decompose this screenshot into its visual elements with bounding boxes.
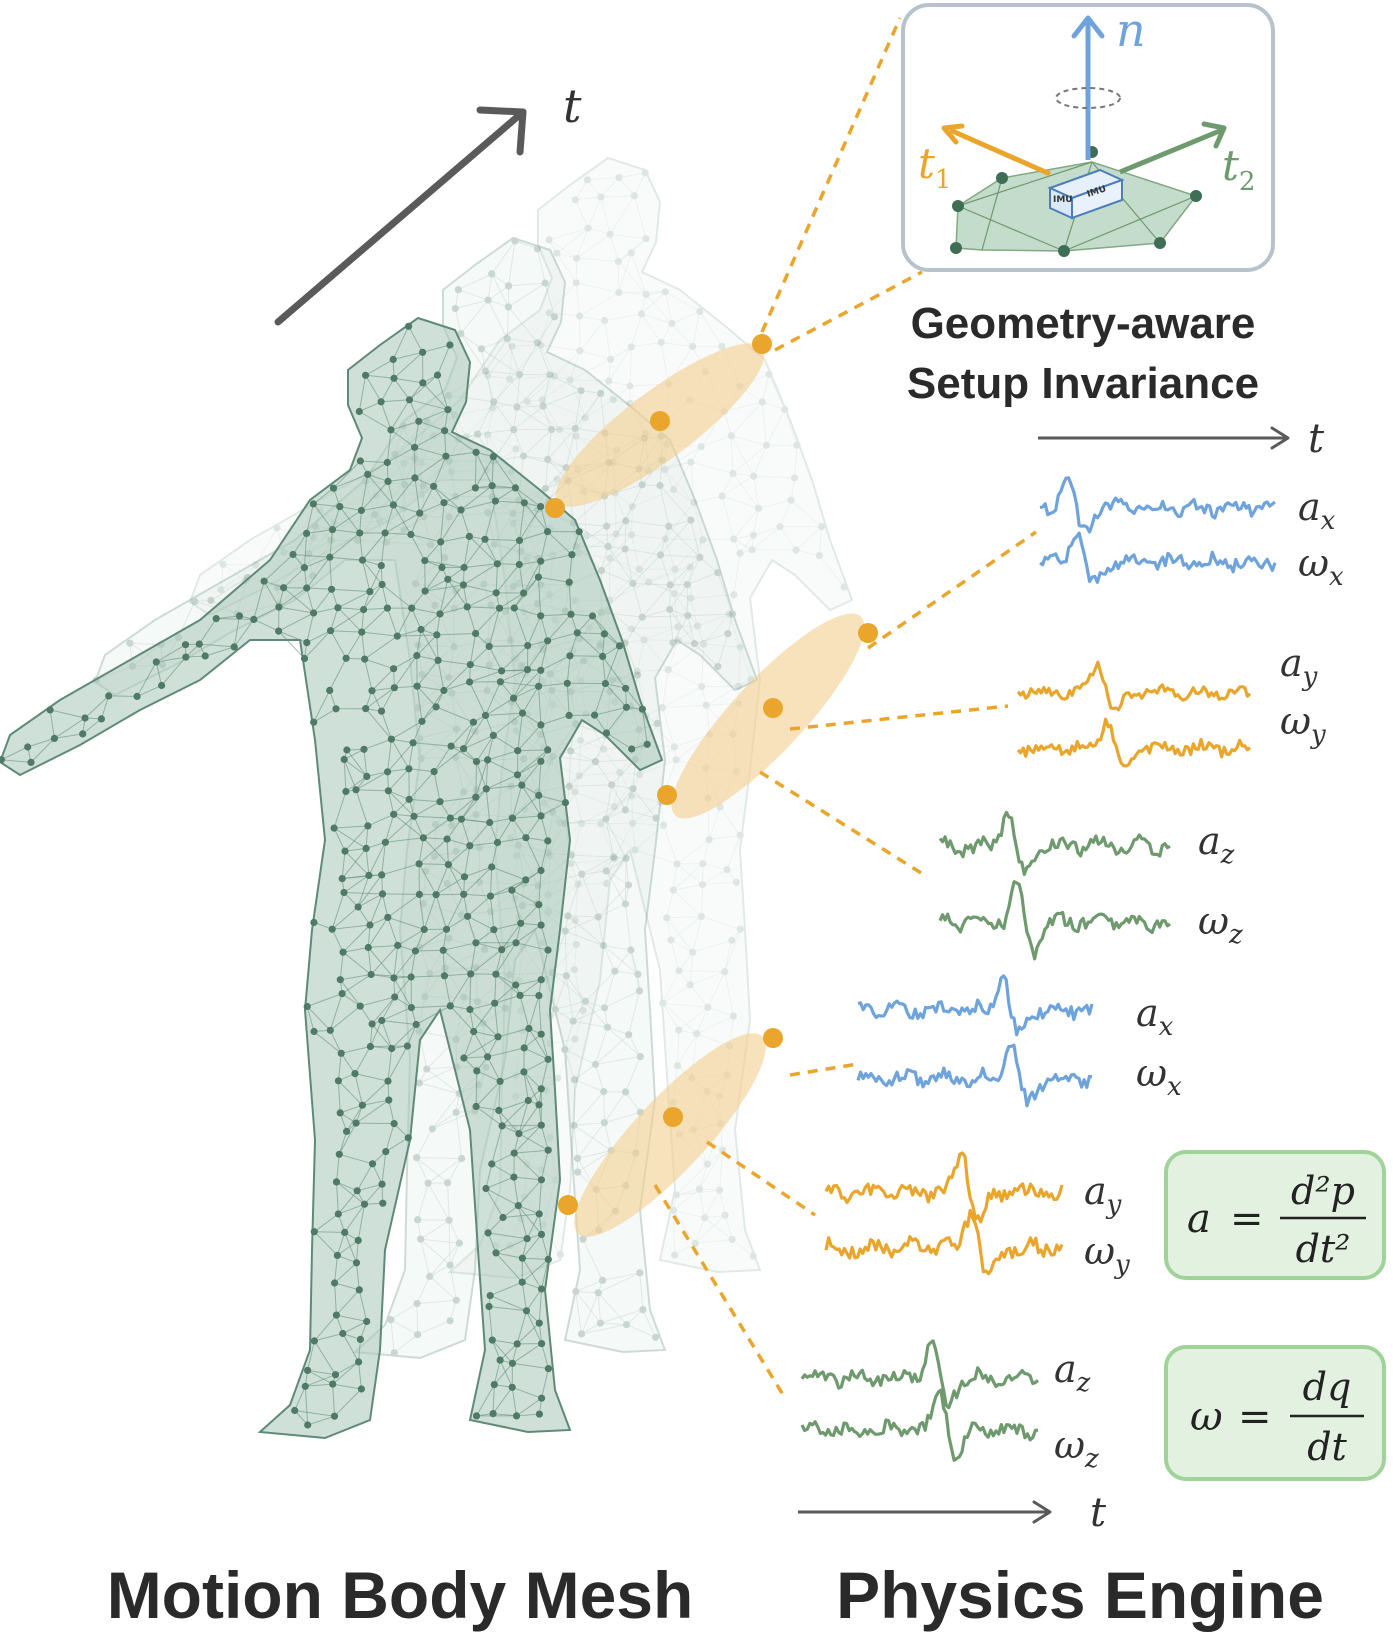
accel-trace-3: [938, 810, 1171, 876]
formula-accel-eq: =: [1230, 1196, 1264, 1242]
leader-lines: [653, 17, 1037, 1399]
accel-trace-6: [800, 1339, 1040, 1410]
signal-time-axis-top: t: [1038, 416, 1325, 462]
gyro-label-1: ωx: [1298, 541, 1344, 592]
accel-label-2: ay: [1280, 641, 1318, 692]
accel-trace-4: [857, 974, 1094, 1037]
gyro-label-3: ωz: [1198, 899, 1243, 950]
caption-motion-body-mesh: Motion Body Mesh: [107, 1558, 694, 1632]
signal-time-label-top: t: [1308, 416, 1325, 462]
signal-traces: [800, 476, 1277, 1462]
mesh-vertices: [0, 322, 651, 1429]
imu-chip: IMU IMU: [1047, 168, 1125, 220]
main-body-mesh: [0, 316, 664, 1440]
accel-trace-2: [1016, 660, 1252, 712]
formula-accel-denominator: dt²: [1296, 1227, 1351, 1271]
imu-callout: IMU IMU n t1 t2: [901, 3, 1275, 272]
accel-trace-1: [1039, 476, 1276, 534]
gyro-label-4: ωx: [1136, 1051, 1182, 1102]
gyro-trace-5: [824, 1208, 1064, 1276]
time-arrow-label: t: [563, 79, 582, 133]
imu-chip-label-left: IMU: [1053, 195, 1073, 205]
time-arrow-head: [476, 106, 527, 156]
signal-time-axis-bottom: t: [798, 1490, 1107, 1536]
gyro-trace-4: [856, 1043, 1093, 1108]
gyro-trace-3: [938, 880, 1171, 961]
gyro-trace-6: [800, 1388, 1039, 1462]
body-silhouette: [0, 316, 664, 1440]
sensor-ellipse-thigh: [558, 1028, 783, 1237]
sensor-ellipse-upper-arm: [545, 334, 772, 518]
formula-accel-numerator: d²p: [1291, 1169, 1355, 1213]
formula-gyro-lhs: ω: [1190, 1394, 1223, 1440]
caption-physics-engine: Physics Engine: [836, 1558, 1324, 1632]
callout-title-line1: Geometry-aware: [911, 299, 1256, 348]
formula-gyro-eq: =: [1238, 1394, 1272, 1440]
tangent2-label: t2: [1222, 141, 1255, 197]
formula-box-accel: a = d²p dt²: [1164, 1150, 1386, 1280]
time-arrow: [274, 108, 527, 326]
normal-label: n: [1116, 3, 1146, 57]
formula-accel-lhs: a: [1187, 1196, 1211, 1242]
gyro-trace-1: [1039, 531, 1277, 584]
formula-gyro-numerator: dq: [1303, 1365, 1352, 1409]
signal-time-label-bottom: t: [1090, 1490, 1107, 1536]
accel-label-6: az: [1054, 1347, 1091, 1398]
gyro-label-5: ωy: [1084, 1229, 1130, 1280]
accel-label-3: az: [1198, 819, 1235, 870]
formula-box-gyro: ω = dq dt: [1164, 1345, 1386, 1481]
accel-trace-5: [824, 1151, 1064, 1224]
gyro-trace-2: [1016, 717, 1251, 768]
sensor-ellipse-forearm: [657, 613, 878, 819]
gyro-label-2: ωy: [1280, 699, 1326, 750]
accel-label-5: ay: [1084, 1169, 1122, 1220]
formula-gyro-denominator: dt: [1307, 1425, 1347, 1469]
accel-label-4: ax: [1136, 991, 1174, 1042]
gyro-label-6: ωz: [1054, 1423, 1099, 1474]
tangent1-label: t1: [918, 139, 951, 195]
accel-label-1: ax: [1298, 485, 1336, 536]
callout-title-line2: Setup Invariance: [907, 359, 1259, 408]
